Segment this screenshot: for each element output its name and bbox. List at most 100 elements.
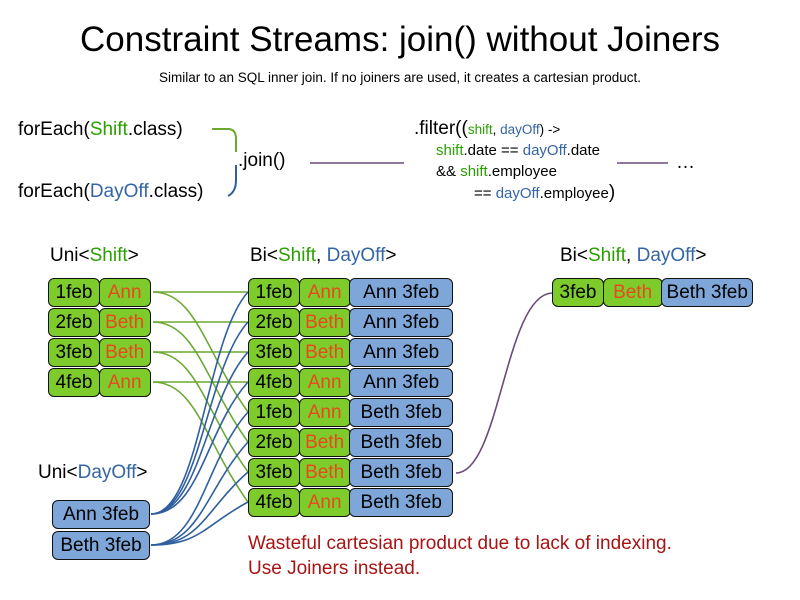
bi-dayoff-chip: Beth 3feb [349,428,454,457]
result-name-chip-text: Beth [613,282,653,303]
filter-line-1: .filter((shift, dayOff) -> [414,118,615,140]
bi-name-chip: Beth [298,308,351,337]
bi-date-chip: 4feb [248,368,300,397]
warning-note: Wasteful cartesian product due to lack o… [248,531,672,581]
bi-card[interactable]: 2feb Beth Ann 3feb [248,308,454,337]
filter-lambda-arrow: ) -> [539,122,561,137]
caption-bi-right-type1: Shift [588,245,627,266]
bi-name-chip-text: Beth [305,342,345,363]
shift-card[interactable]: 3feb Beth [48,338,151,367]
shift-name-chip-text: Ann [107,282,142,303]
bi-date-chip: 1feb [248,278,300,307]
bi-name-chip-text: Beth [305,432,345,453]
filter-l2-date: .date [566,142,601,159]
bi-name-chip-text: Ann [307,282,342,303]
shift-date-chip: 4feb [48,368,100,397]
bi-date-chip: 2feb [248,308,300,337]
bi-dayoff-chip: Beth 3feb [349,458,454,487]
filter-l2-dayoff: dayOff [522,142,567,159]
foreach-shift-prefix: forEach( [18,119,90,140]
shift-date-chip-text: 3feb [55,342,93,363]
filter-expression: .filter((shift, dayOff) -> shift.date ==… [414,118,615,204]
join-call-label: .join() [238,150,286,171]
dayoff-label-chip-text: Beth 3feb [60,535,142,556]
bi-dayoff-chip-text: Beth 3feb [360,432,442,453]
result-card[interactable]: 3feb Beth Beth 3feb [552,278,754,307]
bi-name-chip: Beth [298,338,351,367]
filter-param-shift: shift [467,122,493,137]
bi-date-chip-text: 4feb [255,492,293,513]
caption-bi-right-type2: DayOff [636,245,696,266]
foreach-dayoff-type: DayOff [89,181,149,202]
caption-bi-right: Bi<Shift, DayOff> [560,245,706,267]
bi-dayoff-chip-text: Beth 3feb [360,462,442,483]
caption-bi-middle-comma: , [316,245,327,266]
bi-dayoff-chip-text: Ann 3feb [363,282,440,303]
bi-dayoff-chip-text: Ann 3feb [363,372,440,393]
shift-date-chip: 3feb [48,338,100,367]
shift-name-chip: Beth [98,338,151,367]
caption-uni-dayoff-suffix: > [136,462,148,483]
dayoff-label-chip: Beth 3feb [52,531,150,560]
bi-dayoff-chip-text: Beth 3feb [360,402,442,423]
bi-date-chip-text: 1feb [255,282,293,303]
bi-dayoff-chip: Ann 3feb [349,368,454,397]
bi-card[interactable]: 1feb Ann Ann 3feb [248,278,454,307]
bi-card[interactable]: 4feb Ann Beth 3feb [248,488,454,517]
bi-dayoff-chip: Ann 3feb [349,308,454,337]
caption-uni-dayoff-type: DayOff [77,462,137,483]
bi-name-chip-text: Beth [305,462,345,483]
bi-dayoff-chip-text: Ann 3feb [363,312,440,333]
dayoff-label-chip: Ann 3feb [52,500,150,529]
caption-bi-middle: Bi<Shift, DayOff> [250,245,396,267]
bi-name-chip-text: Ann [307,492,342,513]
dayoff-card[interactable]: Ann 3feb [52,500,150,529]
foreach-shift-statement: forEach(Shift.class) [18,119,183,141]
bi-name-chip-text: Beth [305,312,345,333]
filter-l3-shift: shift [460,163,488,180]
caption-bi-right-suffix: > [695,245,707,266]
bi-dayoff-chip: Beth 3feb [349,488,454,517]
shift-date-chip-text: 2feb [55,312,93,333]
bi-dayoff-chip-text: Beth 3feb [360,492,442,513]
bi-name-chip-text: Ann [307,372,342,393]
page-subtitle: Similar to an SQL inner join. If no join… [159,70,641,85]
bi-date-chip: 3feb [248,338,300,367]
result-dayoff-chip: Beth 3feb [661,278,754,307]
shift-name-chip: Ann [98,278,151,307]
bi-date-chip: 2feb [248,428,300,457]
caption-uni-shift-type: Shift [89,245,128,266]
bi-name-chip: Ann [298,368,351,397]
caption-bi-middle-type1: Shift [278,245,317,266]
caption-uni-shift-suffix: > [127,245,139,266]
bi-date-chip-text: 3feb [255,342,293,363]
bi-dayoff-chip: Beth 3feb [349,398,454,427]
shift-date-chip: 2feb [48,308,100,337]
shift-name-chip-text: Beth [105,312,145,333]
dayoff-card[interactable]: Beth 3feb [52,531,150,560]
bi-date-chip-text: 2feb [255,312,293,333]
filter-prefix: .filter(( [414,118,468,139]
shift-name-chip-text: Beth [105,342,145,363]
bi-date-chip: 4feb [248,488,300,517]
warning-line-1: Wasteful cartesian product due to lack o… [248,533,672,554]
filter-line-2: shift.date == dayOff.date [414,140,615,161]
filter-l2-shift: shift [436,142,464,159]
result-dayoff-chip-text: Beth 3feb [666,282,748,303]
bi-name-chip: Beth [298,458,351,487]
filter-line-4: == dayOff.employee) [414,182,615,204]
shift-card[interactable]: 2feb Beth [48,308,151,337]
page-title: Constraint Streams: join() without Joine… [80,20,720,59]
result-date-chip-text: 3feb [559,282,597,303]
bi-card[interactable]: 4feb Ann Ann 3feb [248,368,454,397]
bi-name-chip: Ann [298,398,351,427]
bi-date-chip: 1feb [248,398,300,427]
filter-l2-date-eq: .date == [463,142,523,159]
shift-name-chip: Beth [98,308,151,337]
